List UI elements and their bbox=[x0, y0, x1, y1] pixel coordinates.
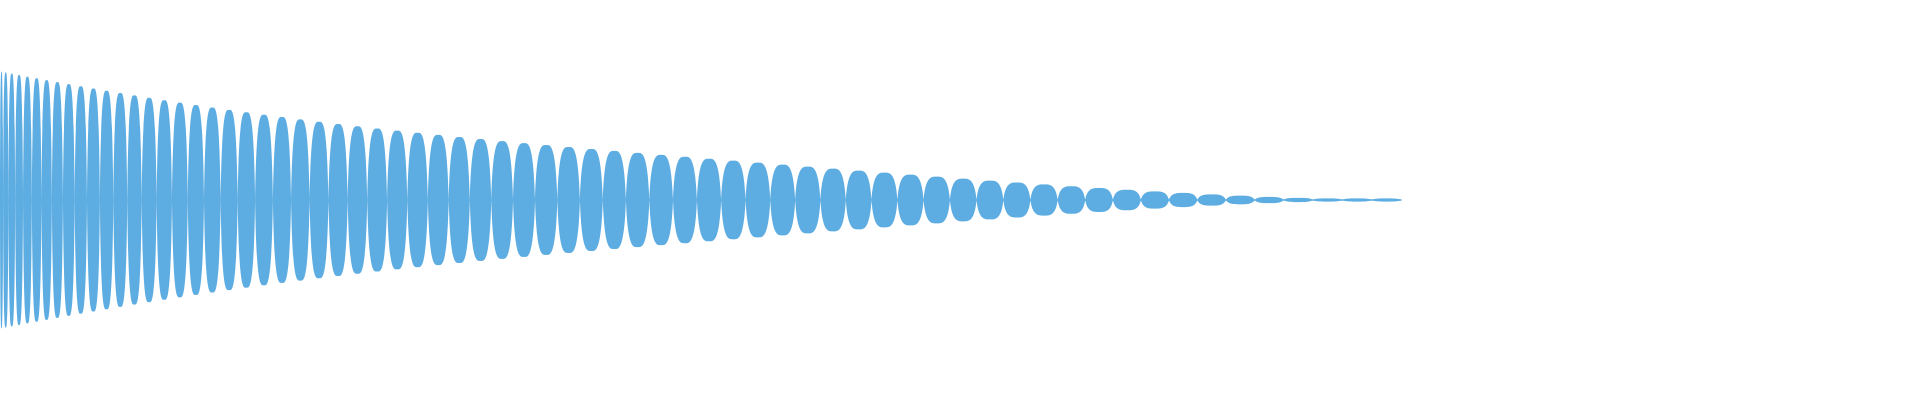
waveform-lobes bbox=[0, 71, 1402, 329]
